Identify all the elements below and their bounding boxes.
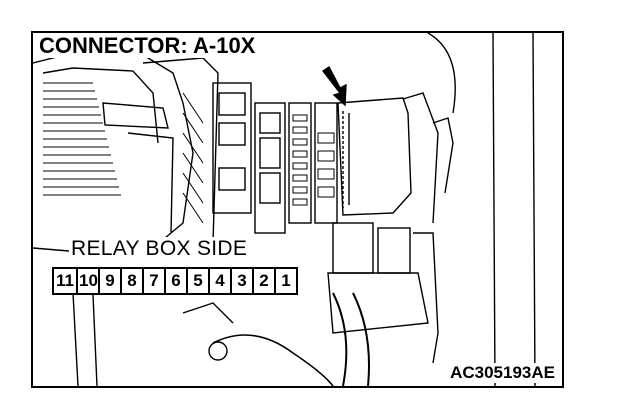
vent-slats [43,82,121,196]
hatch-lines [182,92,204,224]
fuse-column-a [212,82,252,214]
relay-a1 [218,92,246,116]
wire-harness-1 [332,292,348,386]
pin-cell: 4 [208,269,230,293]
grommet [208,341,228,361]
figure-reference-code: AC305193AE [448,363,557,383]
relay-box-illustration [33,33,536,386]
left-bracket-edge [127,132,174,234]
relay-a3 [218,167,246,191]
pin-cell: 1 [274,269,296,293]
pin-cell: 10 [76,269,98,293]
wire-harness-2 [352,292,370,386]
wire-harness-3 [212,334,334,386]
relay-lower-1 [332,222,374,274]
pin-cell: 11 [56,271,74,290]
connector-body [337,97,412,216]
pin-cell: 5 [186,269,208,293]
mid-panel-edge [142,57,219,244]
relay-b1 [259,112,281,134]
fuse-column-b [254,102,286,234]
fuse-slots-d [317,132,335,198]
lower-left-post-1 [72,292,79,386]
pin-cell: 9 [98,269,120,293]
pin-cell: 8 [120,269,142,293]
fuse-slots-c [292,114,308,206]
relay-b3 [259,172,281,204]
relay-lower-2 [377,227,411,274]
lower-bracket [327,272,429,334]
right-post-1 [492,33,496,386]
lower-clip [182,302,234,324]
pin-cell: 2 [252,269,274,293]
connector-cover [402,92,439,224]
right-curve [427,33,456,114]
cover-clip [432,117,454,194]
pin-cell: 3 [230,269,252,293]
relay-box-side-label: RELAY BOX SIDE [69,237,250,261]
pin-cell: 6 [164,269,186,293]
pin-cell: 7 [142,269,164,293]
relay-a2 [218,122,246,146]
lower-left-post-2 [92,294,98,386]
connector-pin-row: 11 10 9 8 7 6 5 4 3 2 1 [52,267,298,295]
left-housing-rib [42,67,159,144]
fuse-column-d [314,102,338,224]
lower-right-edge [413,232,439,364]
relay-b2 [259,137,281,169]
fuse-column-c [288,102,312,224]
diagram-frame: CONNECTOR: A-10X RELAY BOX SIDE 11 10 9 … [31,31,564,388]
left-bracket [102,102,169,129]
connector-title: CONNECTOR: A-10X [38,33,259,58]
pointer-arrow [321,65,347,107]
right-post-2 [532,33,536,386]
